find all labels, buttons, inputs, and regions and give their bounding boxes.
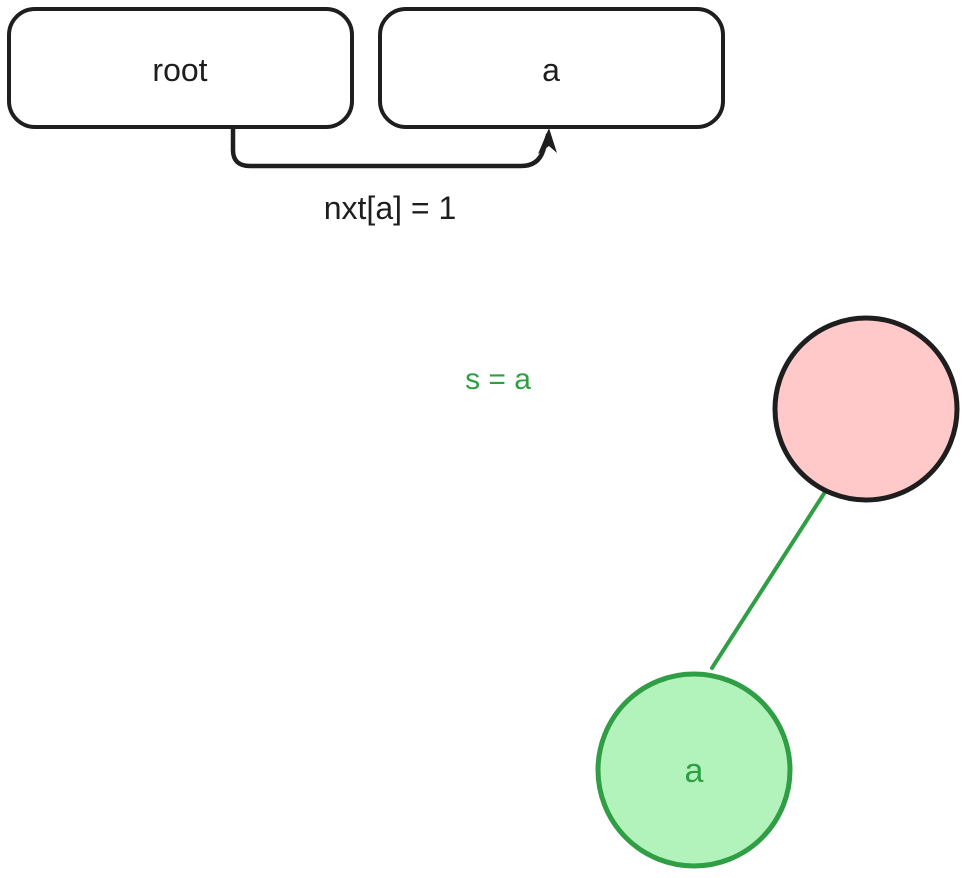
a-node-label: a — [542, 52, 560, 88]
nxt-arrow — [230, 126, 551, 169]
parent-node-circle — [772, 315, 960, 503]
suffix-tree: a — [595, 315, 960, 869]
child-node-circle — [595, 671, 793, 869]
nxt-arrowhead-icon — [538, 128, 557, 154]
child-node-label: a — [685, 752, 704, 790]
root-node-label: root — [152, 52, 207, 88]
tree-edge — [710, 490, 827, 670]
root-node-box — [7, 7, 354, 129]
pointer-row: root a nxt[a] = 1 — [7, 7, 725, 226]
a-node-box — [378, 7, 725, 129]
assignment-annotation: s = a — [465, 363, 531, 396]
nxt-arrow-caption: nxt[a] = 1 — [324, 190, 457, 226]
